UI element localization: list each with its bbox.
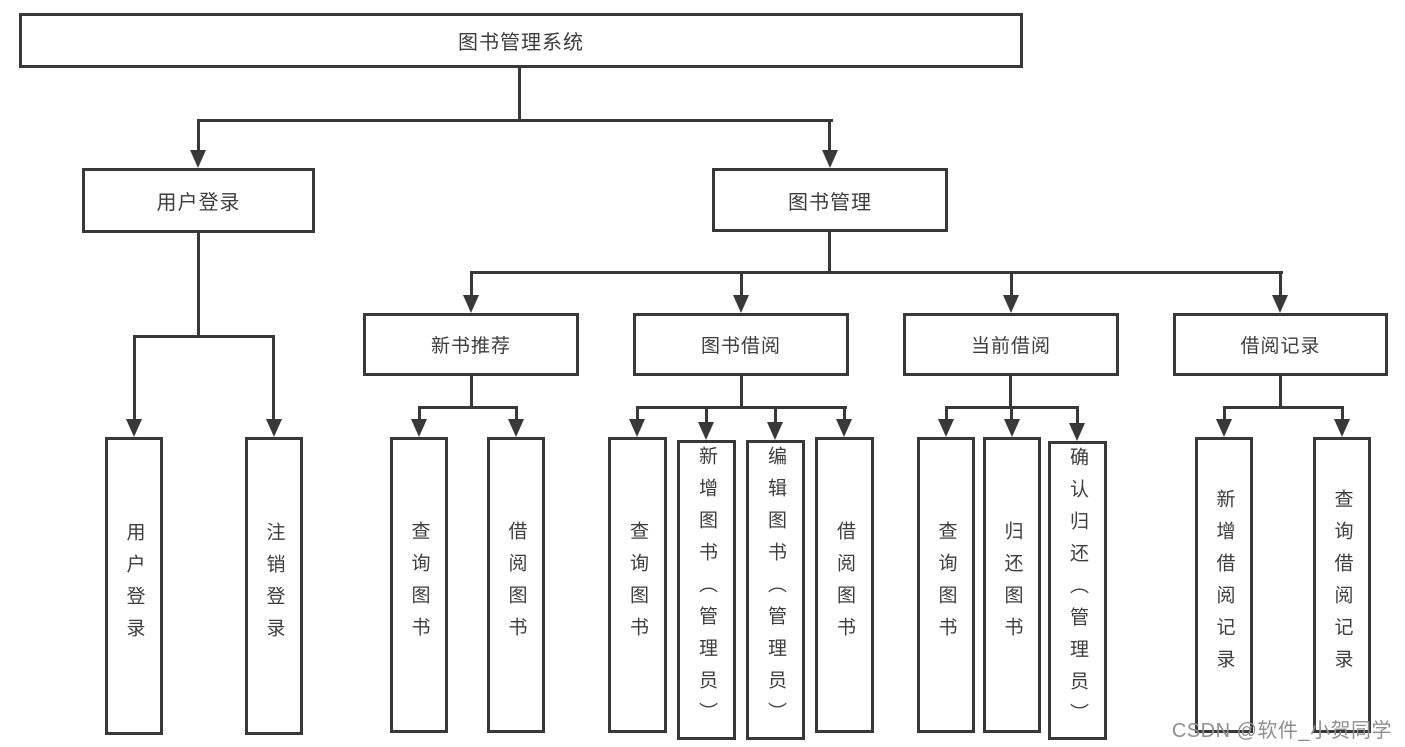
node-label: 当前借阅	[970, 336, 1051, 357]
leaf-label: 注销登录	[263, 522, 285, 650]
connector-drop-level3	[740, 271, 743, 297]
leaf-record-query-borrow-record: 查询借阅记录	[1313, 437, 1371, 733]
watermark: CSDN @软件_小贺同学	[1171, 720, 1392, 742]
arrow-down-icon	[698, 422, 714, 440]
connector-drop-leaf	[774, 406, 777, 424]
connector-drop-leaf	[705, 406, 708, 424]
node-book-borrow: 图书借阅	[633, 313, 849, 376]
connector-user-login-stem	[197, 233, 200, 338]
leaf-current-query-book: 查询图书	[917, 437, 975, 733]
leaf-label: 用户登录	[123, 522, 145, 650]
arrow-down-icon	[126, 419, 142, 437]
connector-drop-leaf	[636, 406, 639, 421]
leaf-borrow-borrow-book: 借阅图书	[815, 437, 874, 733]
connector-drop-leaf	[272, 335, 275, 421]
arrow-down-icon	[1272, 295, 1288, 313]
node-label: 图书借阅	[700, 336, 781, 357]
connector-drop-leaf	[1341, 406, 1344, 421]
leaf-logout: 注销登录	[245, 437, 303, 735]
leaf-label: 借阅图书	[505, 521, 527, 649]
node-label: 新书推荐	[430, 336, 511, 357]
connector-new-book-stem	[470, 376, 473, 409]
leaf-record-add-borrow-record: 新增借阅记录	[1195, 437, 1253, 733]
leaf-label: 确认归还（管理员）	[1067, 446, 1088, 735]
leaf-label: 新增借阅记录	[1213, 489, 1235, 681]
node-library-management-system: 图书管理系统	[19, 13, 1023, 68]
arrow-down-icon	[822, 150, 838, 168]
leaf-borrow-add-book-admin: 新增图书（管理员）	[677, 440, 736, 740]
connector-book-borrow-branch	[636, 406, 847, 409]
arrow-down-icon	[938, 419, 954, 437]
connector-new-book-branch	[418, 406, 518, 409]
arrow-down-icon	[767, 422, 783, 440]
node-label: 借阅记录	[1240, 336, 1321, 357]
connector-book-management-stem	[828, 232, 831, 274]
leaf-current-confirm-return-admin: 确认归还（管理员）	[1048, 441, 1107, 740]
connector-drop-leaf	[1076, 406, 1079, 425]
arrow-down-icon	[836, 419, 852, 437]
arrow-down-icon	[1003, 295, 1019, 313]
leaf-user-login: 用户登录	[105, 437, 163, 735]
arrow-down-icon	[266, 419, 282, 437]
node-current-borrow: 当前借阅	[903, 313, 1119, 376]
node-label: 图书管理	[788, 191, 872, 214]
connector-drop-leaf	[945, 406, 948, 421]
leaf-newbook-query-book: 查询图书	[390, 437, 448, 733]
connector-drop-leaf	[418, 406, 421, 421]
connector-book-management-branch	[470, 271, 1283, 274]
leaf-label: 借阅图书	[834, 521, 855, 649]
connector-drop-leaf	[1223, 406, 1226, 421]
arrow-down-icon	[1069, 423, 1085, 441]
leaf-label: 查询借阅记录	[1331, 489, 1353, 681]
connector-borrow-record-branch	[1223, 406, 1344, 409]
leaf-label: 新增图书（管理员）	[696, 446, 717, 734]
leaf-current-return-book: 归还图书	[983, 437, 1041, 733]
connector-drop-user-login	[197, 119, 200, 152]
arrow-down-icon	[1004, 419, 1020, 437]
node-borrow-record: 借阅记录	[1173, 313, 1388, 376]
node-user-login: 用户登录	[82, 168, 315, 233]
arrow-down-icon	[733, 295, 749, 313]
arrow-down-icon	[508, 419, 524, 437]
arrow-down-icon	[629, 419, 645, 437]
connector-root-branch	[197, 119, 833, 122]
connector-root-stem	[518, 68, 521, 121]
node-book-management: 图书管理	[712, 168, 948, 232]
leaf-borrow-query-book: 查询图书	[608, 437, 667, 733]
connector-user-login-branch	[133, 335, 275, 338]
arrow-down-icon	[1216, 419, 1232, 437]
connector-book-borrow-stem	[740, 376, 743, 409]
connector-borrow-record-stem	[1279, 376, 1282, 409]
connector-drop-level3	[1279, 271, 1282, 297]
connector-drop-book-management	[828, 119, 831, 152]
connector-drop-leaf	[843, 406, 846, 421]
connector-drop-leaf	[133, 335, 136, 421]
leaf-label: 查询图书	[408, 521, 430, 649]
connector-drop-level3	[470, 271, 473, 297]
node-label: 用户登录	[156, 192, 241, 214]
arrow-down-icon	[463, 295, 479, 313]
leaf-label: 归还图书	[1001, 521, 1023, 649]
leaf-label: 编辑图书（管理员）	[765, 446, 786, 734]
arrow-down-icon	[1334, 419, 1350, 437]
connector-drop-leaf	[515, 406, 518, 421]
arrow-down-icon	[411, 419, 427, 437]
leaf-label: 查询图书	[935, 521, 957, 649]
arrow-down-icon	[190, 150, 206, 168]
connector-drop-level3	[1010, 271, 1013, 297]
leaf-borrow-edit-book-admin: 编辑图书（管理员）	[746, 440, 805, 740]
leaf-newbook-borrow-book: 借阅图书	[487, 437, 545, 733]
node-new-book-recommend: 新书推荐	[363, 313, 579, 376]
connector-current-borrow-stem	[1009, 376, 1012, 409]
node-label: 图书管理系统	[458, 32, 584, 54]
connector-drop-leaf	[1010, 406, 1013, 421]
leaf-label: 查询图书	[627, 521, 648, 649]
